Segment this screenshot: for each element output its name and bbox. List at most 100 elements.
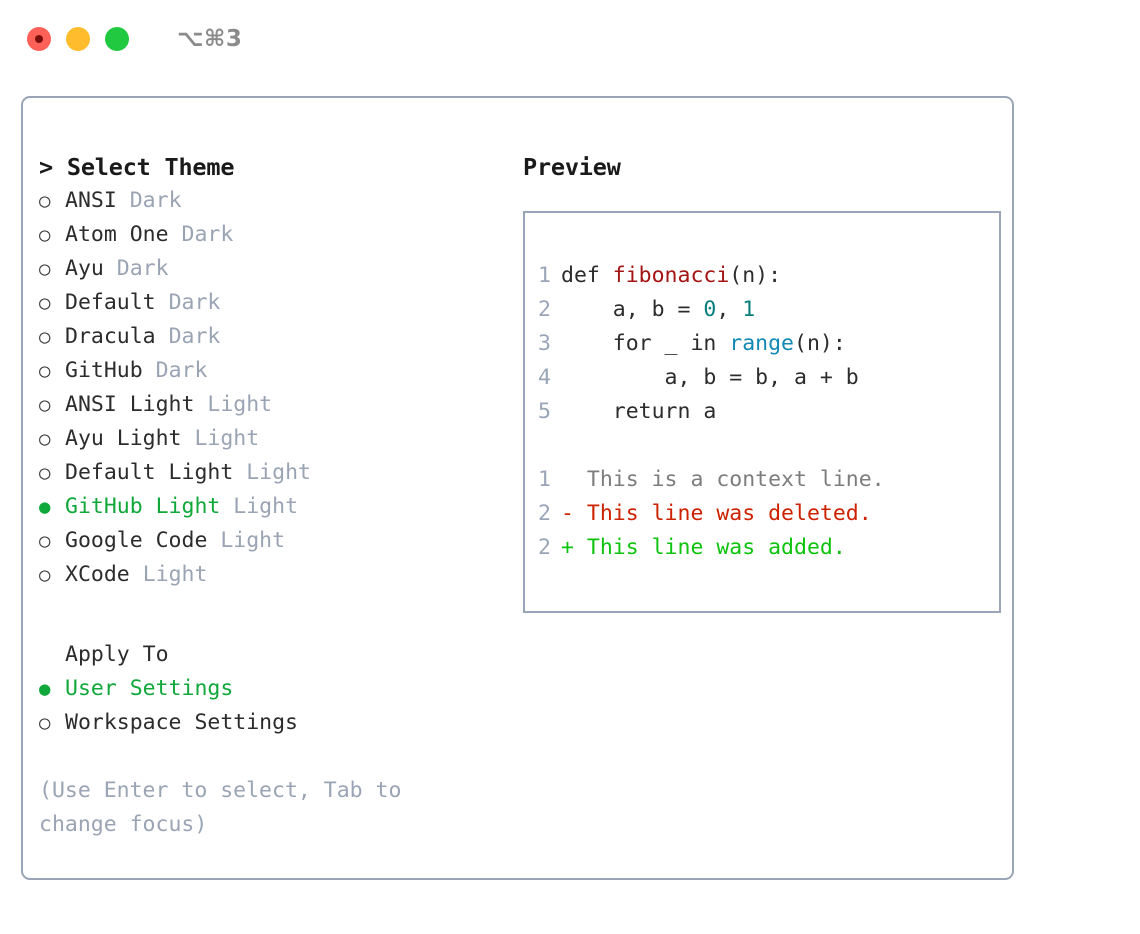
radio-unselected-icon: ○ [39, 462, 51, 484]
line-number: 3 [538, 331, 551, 356]
code-token-plain: for _ in [561, 331, 730, 356]
code-text: a, b = 0, 1 [561, 293, 755, 327]
theme-name-label: Google Code [65, 528, 208, 553]
line-number: 1 [538, 263, 551, 288]
main-panel: > Select Theme ○ANSI Dark○Atom One Dark○… [21, 96, 1014, 880]
radio-unselected-icon: ○ [39, 394, 51, 416]
spacer [130, 558, 143, 592]
theme-list-item[interactable]: ○ ANSI Dark [39, 184, 501, 218]
theme-list-item[interactable]: ○XCode Light [39, 558, 501, 592]
diff-line: 2+ This line was added. [525, 531, 999, 565]
radio-unselected-icon: ○ [39, 224, 51, 246]
apply-to-item[interactable]: ● User Settings [39, 672, 501, 706]
close-window-icon[interactable] [27, 27, 51, 51]
theme-selector-column: > Select Theme ○ANSI Dark○Atom One Dark○… [39, 150, 501, 878]
apply-to-list[interactable]: ● User Settings ○Workspace Settings [39, 672, 501, 740]
code-token-plain: a, b = [561, 297, 704, 322]
apply-to-heading: Apply To [65, 642, 169, 667]
line-number: 2 [538, 297, 551, 322]
apply-to-label: User Settings [65, 676, 234, 701]
theme-kind-label: Dark [116, 256, 169, 281]
theme-list-item[interactable]: ○ ANSI Light Light [39, 388, 501, 422]
code-token-plain: , [716, 297, 743, 322]
diff-text: This line was deleted. [586, 501, 872, 526]
code-token-plain: (n): [729, 263, 782, 288]
spacer [156, 286, 169, 320]
radio-unselected-icon: ○ [39, 564, 51, 586]
theme-list-item[interactable]: ○Atom One Dark [39, 218, 501, 252]
code-token-plain: (n): [794, 331, 846, 356]
diff-line: 2- This line was deleted. [525, 497, 999, 531]
theme-list-item[interactable]: ○Ayu Light Light [39, 422, 501, 456]
code-line: 3 for _ in range(n): [525, 327, 999, 361]
radio-unselected-icon: ○ [39, 292, 51, 314]
radio-unselected-icon: ○ [39, 326, 51, 348]
theme-list-item[interactable]: ●GitHub Light Light [39, 490, 501, 524]
theme-name-label: ANSI Light [65, 392, 195, 417]
keyboard-hint-text: (Use Enter to select, Tab to change focu… [39, 778, 402, 837]
theme-list-item[interactable]: ○ Dracula Dark [39, 320, 501, 354]
spacer [194, 388, 207, 422]
radio-selected-icon: ● [39, 496, 51, 518]
line-number: 1 [538, 467, 551, 492]
diff-line: 1 This is a context line. [525, 463, 999, 497]
theme-kind-label: Dark [181, 222, 234, 247]
radio-unselected-icon: ○ [39, 530, 51, 552]
keyboard-shortcut-label: ⌥⌘3 [177, 26, 243, 52]
theme-list-item[interactable]: ○Ayu Dark [39, 252, 501, 286]
code-token-num: 0 [703, 297, 717, 322]
code-token-plain: a, b = b, a + b [561, 365, 859, 390]
diff-marker: - [561, 501, 587, 526]
apply-to-item[interactable]: ○Workspace Settings [39, 706, 501, 740]
theme-kind-label: Light [142, 562, 208, 587]
diff-marker [561, 463, 587, 497]
code-line: 4 a, b = b, a + b [525, 361, 999, 395]
theme-name-label: GitHub [65, 358, 143, 383]
theme-list-item[interactable]: ○GitHub Dark [39, 354, 501, 388]
traffic-lights [27, 27, 129, 51]
spacer [207, 524, 220, 558]
code-text: def fibonacci(n): [561, 259, 781, 293]
spacer [117, 184, 130, 218]
preview-heading: Preview [523, 153, 621, 181]
theme-list-item[interactable]: ○ Default Light Light [39, 456, 501, 490]
theme-kind-label: Light [220, 528, 286, 553]
spacer [182, 422, 195, 456]
code-line: 1 def fibonacci(n): [525, 259, 999, 293]
code-text: a, b = b, a + b [561, 361, 859, 395]
theme-list-item[interactable]: ○Default Dark [39, 286, 501, 320]
minimize-window-icon[interactable] [66, 27, 90, 51]
select-theme-heading: > Select Theme [39, 153, 235, 181]
diff-text: This is a context line. [586, 467, 885, 492]
code-line: 5 return a [525, 395, 999, 429]
theme-kind-label: Dark [168, 324, 221, 349]
theme-kind-label: Dark [155, 358, 208, 383]
line-number: 2 [538, 535, 551, 560]
spacer [233, 456, 246, 490]
theme-kind-label: Light [246, 460, 311, 485]
maximize-window-icon[interactable] [105, 27, 129, 51]
theme-list-item[interactable]: ○ Google Code Light [39, 524, 501, 558]
theme-name-label: Dracula [65, 324, 156, 349]
theme-name-label: Default Light [65, 460, 234, 485]
radio-unselected-icon: ○ [39, 190, 51, 212]
theme-kind-label: Light [207, 392, 273, 417]
theme-kind-label: Dark [129, 188, 182, 213]
code-token-plain: return a [561, 399, 717, 424]
theme-kind-label: Light [233, 494, 299, 519]
code-text: for _ in range(n): [561, 327, 846, 361]
spacer [143, 354, 156, 388]
diff-sample: 1 This is a context line.2- This line wa… [525, 463, 999, 565]
radio-selected-icon: ● [39, 678, 51, 700]
spacer [220, 490, 233, 524]
diff-marker: + [561, 535, 587, 560]
theme-list[interactable]: ○ANSI Dark○Atom One Dark○Ayu Dark○Defaul… [39, 184, 501, 592]
code-diff-separator [525, 429, 999, 463]
theme-name-label: ANSI [65, 188, 117, 213]
code-token-fn: fibonacci [612, 263, 730, 288]
spacer [169, 218, 182, 252]
